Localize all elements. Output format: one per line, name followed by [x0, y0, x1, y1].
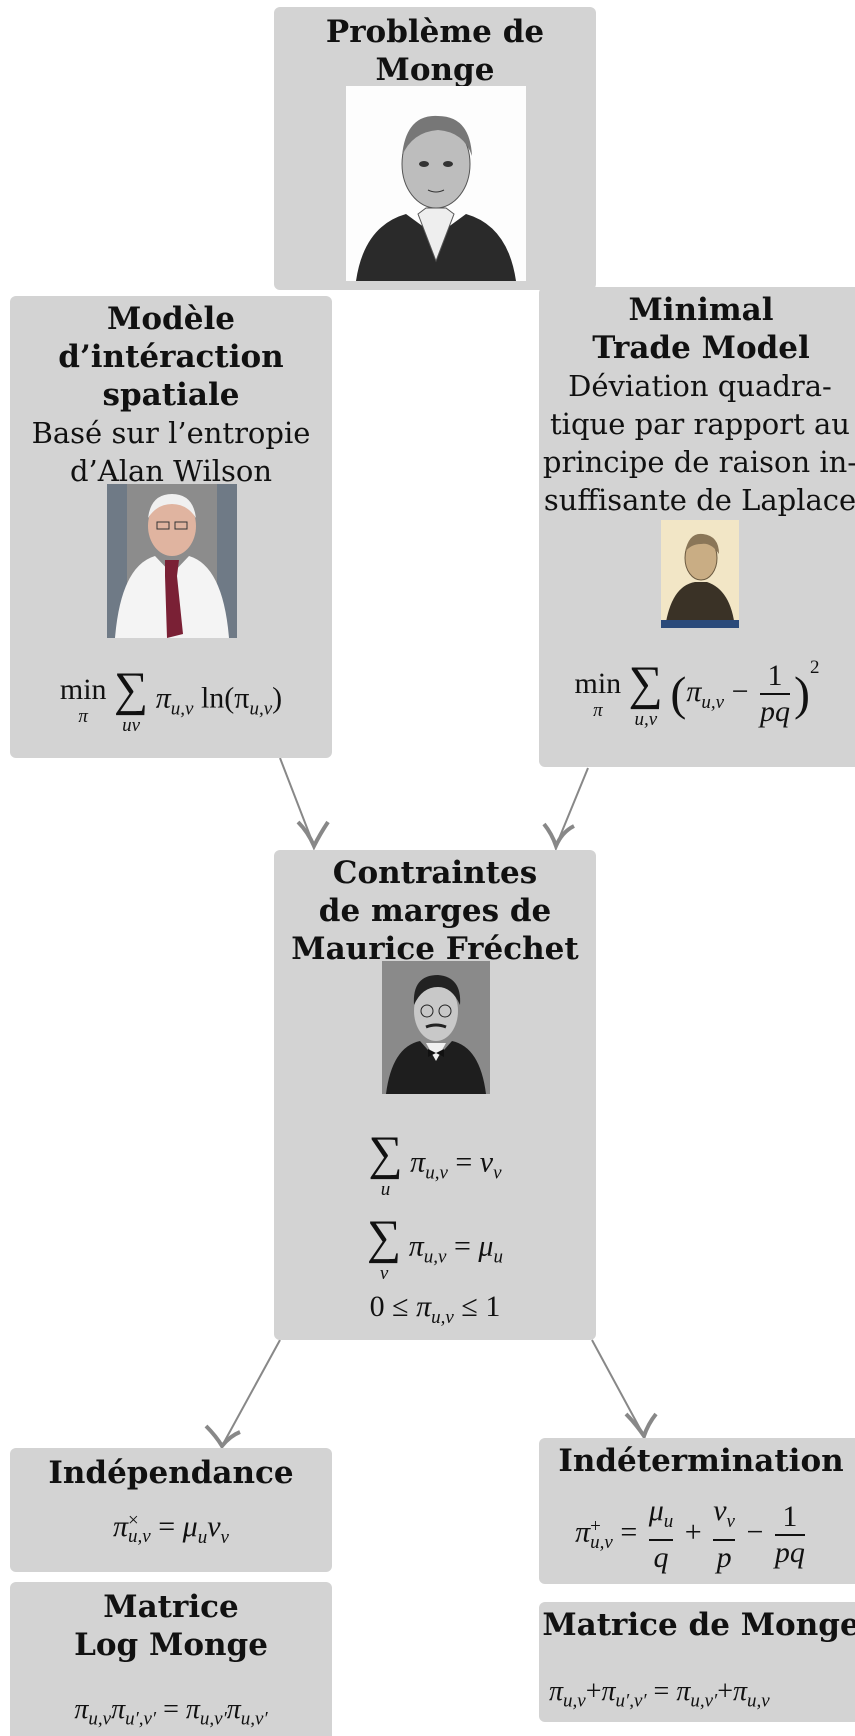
portrait-gaspard-monge: [346, 86, 526, 281]
arrowhead-icon: [542, 822, 575, 852]
arrowhead-icon: [296, 820, 330, 851]
node-description: Déviation quadra- tique par rapport au p…: [542, 369, 855, 517]
edge-frechet-to-indetermination: [591, 1339, 645, 1437]
edge-trade-to-frechet: [555, 767, 589, 847]
portrait-alan-wilson: [107, 484, 237, 638]
node-independence: Indépendance π×u,v = μuνv: [10, 1448, 332, 1572]
formula-column-margin: ∑u πu,v = νv: [368, 1127, 502, 1200]
node-title: Contraintes de marges de Maurice Fréchet: [291, 855, 579, 967]
node-title: Indétermination: [558, 1443, 844, 1479]
portrait-laplace: [661, 520, 739, 628]
formula-independence: π×u,v = μuνv: [113, 1510, 229, 1548]
node-monge-matrix: Matrice de Monge πu,v+πu′,v′ = πu,v′+πu,…: [539, 1602, 855, 1722]
formula-bounds: 0 ≤ πu,v ≤ 1: [369, 1290, 501, 1328]
node-monge-problem: Problème de Monge: [274, 7, 596, 290]
node-spatial-interaction-model: Modèle d’intéraction spatiale Basé sur l…: [10, 296, 332, 758]
node-frechet-constraints: Contraintes de marges de Maurice Fréchet…: [274, 850, 596, 1340]
formula-log-monge: πu,vπu′,v′ = πu,v′πu,v′: [74, 1694, 268, 1730]
node-description: Basé sur l’entropie d’Alan Wilson: [31, 416, 311, 488]
arrowhead-icon: [624, 1412, 658, 1441]
node-minimal-trade-model: Minimal Trade Model Déviation quadra- ti…: [539, 287, 855, 767]
arrowhead-icon: [204, 1424, 241, 1450]
formula-row-margin: ∑v πu,v = μu: [367, 1211, 503, 1284]
edge-frechet-to-independence: [221, 1339, 281, 1447]
portrait-maurice-frechet: [382, 961, 490, 1094]
node-title: Matrice Log Monge: [74, 1589, 268, 1663]
edge-spatial-to-frechet: [279, 757, 315, 847]
node-log-monge-matrix: Matrice Log Monge πu,vπu′,v′ = πu,v′πu,v…: [10, 1582, 332, 1736]
node-title: Minimal Trade Model: [592, 292, 810, 366]
formula-monge: πu,v+πu′,v′ = πu,v′+πu,v: [549, 1676, 770, 1712]
node-title: Matrice de Monge: [542, 1607, 855, 1643]
node-title: Problème de Monge: [325, 14, 545, 88]
node-title: Indépendance: [48, 1455, 294, 1491]
node-title: Modèle d’intéraction spatiale: [58, 301, 284, 413]
